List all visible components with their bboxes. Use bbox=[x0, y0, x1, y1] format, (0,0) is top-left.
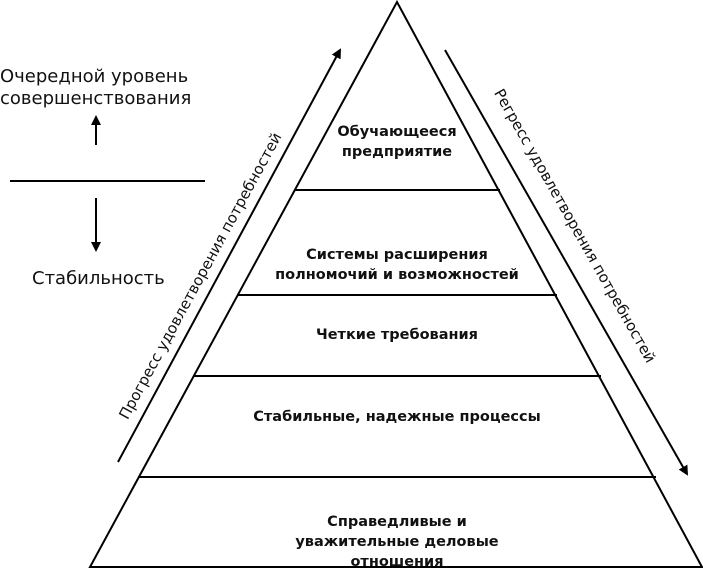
pyramid-outline bbox=[88, 0, 703, 568]
level-empowerment-systems: Системы расширения полномочий и возможно… bbox=[275, 247, 519, 283]
level-clear-requirements: Четкие требования bbox=[316, 327, 478, 343]
regress-arrow bbox=[444, 49, 688, 476]
level-learning-enterprise: Обучающееся предприятие bbox=[337, 124, 457, 160]
stability-label: Стабильность bbox=[32, 268, 165, 289]
next-level-label: Очередной уровень совершенствования bbox=[0, 66, 192, 109]
level-fair-relations: Справедливые и уважительные деловые отно… bbox=[295, 514, 499, 570]
progress-arrow bbox=[117, 48, 341, 463]
level-stable-processes: Стабильные, надежные процессы bbox=[253, 409, 541, 425]
